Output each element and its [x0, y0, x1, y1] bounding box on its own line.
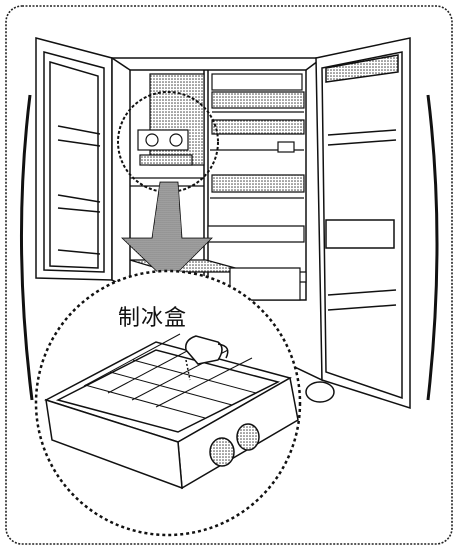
- right-door: [306, 38, 410, 408]
- right-door-arc: [428, 95, 437, 400]
- ice-tray-label: 制冰盒: [118, 300, 208, 332]
- left-door: [36, 38, 112, 280]
- left-door-arc: [21, 95, 32, 400]
